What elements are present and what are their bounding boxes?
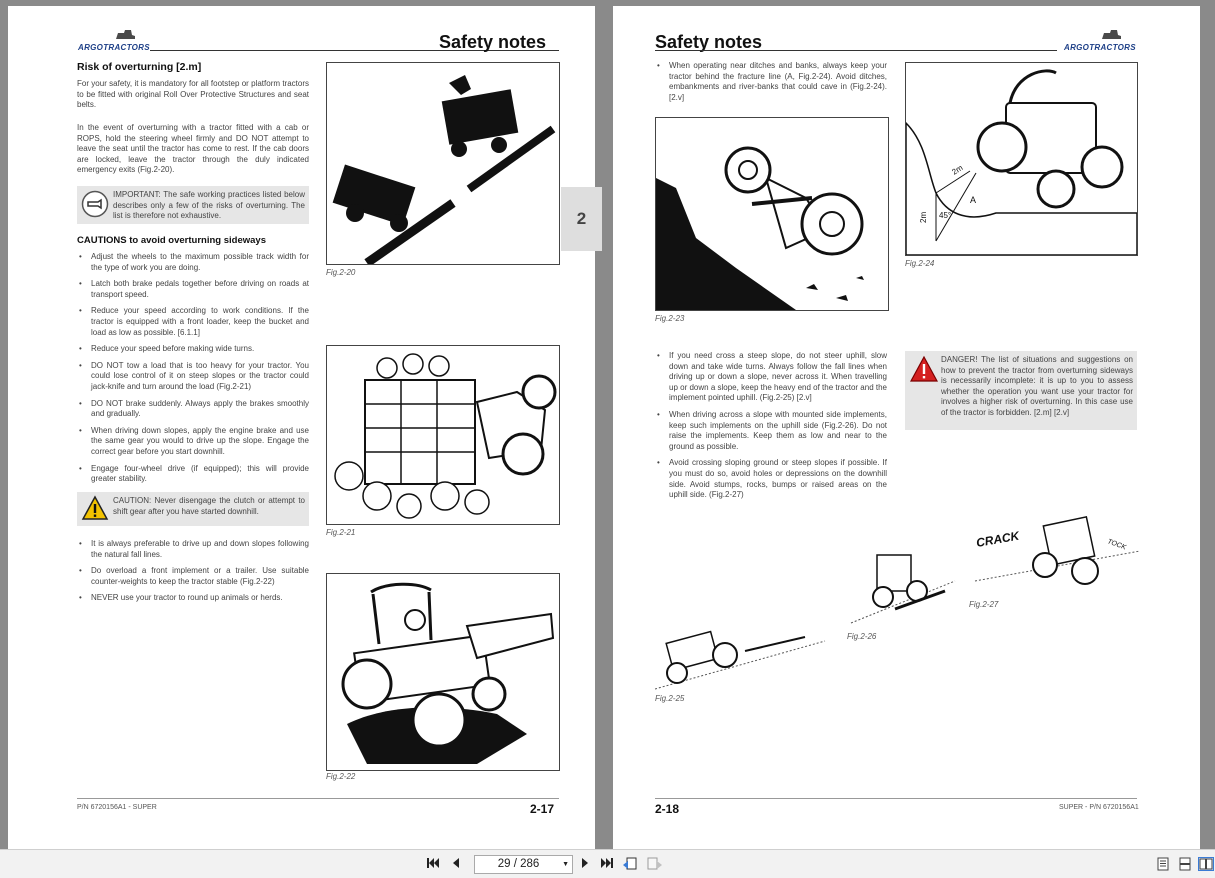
list-item: If you need cross a steep slope, do not …	[655, 351, 887, 404]
list-item: DO NOT tow a load that is too heavy for …	[77, 361, 309, 393]
two-page-view-button[interactable]	[1198, 857, 1214, 871]
list-item: When driving across a slope with mounted…	[655, 410, 887, 452]
figure-caption: Fig.2-27	[969, 600, 999, 609]
header-rule	[655, 50, 1057, 51]
list-item: NEVER use your tractor to round up anima…	[77, 593, 309, 604]
footer-rule	[77, 798, 559, 799]
last-page-button[interactable]	[600, 857, 614, 871]
next-page-icon	[582, 858, 588, 868]
dropdown-arrow-icon: ▼	[562, 861, 569, 868]
figure-caption: Fig.2-26	[847, 632, 877, 641]
continuous-view-button[interactable]	[1178, 857, 1192, 871]
fracture-point-label: A	[970, 195, 976, 205]
intro-paragraph-1: For your safety, it is mandatory for all…	[77, 79, 309, 110]
figure-2-24-illustration: 2m 2m 45° A	[905, 62, 1138, 256]
list-item: When driving down slopes, apply the engi…	[77, 426, 309, 458]
list-item: Avoid crossing sloping ground or steep s…	[655, 458, 887, 500]
figure-caption: Fig.2-20	[326, 268, 356, 277]
figure-2-20-illustration	[326, 62, 560, 265]
brand-text: ARGOTRACTORS	[1064, 43, 1136, 52]
figure-caption: Fig.2-22	[326, 772, 356, 781]
cautions-title: CAUTIONS to avoid overturning sideways	[77, 235, 266, 246]
argo-tractors-logo: ARGOTRACTORS	[78, 30, 150, 52]
list-item: Reduce your speed according to work cond…	[77, 306, 309, 338]
cautions-list: Adjust the wheels to the maximum possibl…	[77, 252, 309, 491]
page-title: Safety notes	[655, 32, 763, 52]
figure-caption: Fig.2-24	[905, 259, 935, 268]
argo-tractors-logo: ARGOTRACTORS	[1064, 30, 1136, 52]
list-item: Adjust the wheels to the maximum possibl…	[77, 252, 309, 273]
distance-label: 2m	[950, 163, 964, 177]
viewer-toolbar: 29 / 286 ▼	[0, 849, 1215, 878]
brand-text: ARGOTRACTORS	[78, 43, 150, 52]
figure-2-21-illustration	[326, 345, 560, 525]
footer-part-number: SUPER - P/N 6720156A1	[1059, 804, 1139, 811]
slope-list: If you need cross a steep slope, do not …	[655, 351, 887, 507]
figure-caption: Fig.2-23	[655, 314, 685, 323]
chapter-number: 2	[576, 209, 587, 228]
tock-sound-label: TOCK	[1106, 538, 1127, 551]
page-indicator: 29 / 286	[497, 858, 540, 870]
important-note: IMPORTANT: The safe working practices li…	[77, 186, 309, 224]
crack-sound-label: CRACK	[975, 528, 1021, 550]
tractor-logo-icon	[116, 30, 135, 39]
footer-rule	[655, 798, 1137, 799]
danger-note: DANGER! The list of situations and sugge…	[905, 351, 1137, 430]
figure-2-23-illustration	[655, 117, 889, 311]
single-page-icon	[1157, 857, 1169, 871]
important-note-text: IMPORTANT: The safe working practices li…	[113, 190, 305, 221]
intro-paragraph-2: In the event of overturning with a tract…	[77, 123, 309, 175]
go-back-button[interactable]	[622, 857, 640, 871]
list-item: Engage four-wheel drive (if equipped); t…	[77, 464, 309, 485]
slope-illustrations: CRACK TOCK	[654, 511, 1141, 691]
last-page-icon	[601, 858, 613, 868]
danger-note-text: DANGER! The list of situations and sugge…	[941, 355, 1133, 417]
list-item: Do overload a front implement or a trail…	[77, 566, 309, 587]
figure-caption: Fig.2-21	[326, 528, 356, 537]
cautions-list-2: It is always preferable to drive up and …	[77, 539, 309, 610]
previous-page-icon	[453, 858, 459, 868]
history-back-icon	[623, 857, 637, 870]
header-rule	[150, 50, 559, 51]
section-title: Risk of overturning [2.m]	[77, 61, 202, 73]
info-hand-icon	[81, 190, 109, 218]
footer-part-number: P/N 6720156A1 - SUPER	[77, 804, 157, 811]
first-page-icon	[427, 858, 439, 868]
previous-page-button[interactable]	[451, 857, 461, 871]
list-item: Reduce your speed before making wide tur…	[77, 344, 309, 355]
next-page-button[interactable]	[580, 857, 590, 871]
page-number: 2-18	[655, 802, 680, 816]
right-page: Safety notes ARGOTRACTORS When operating…	[613, 6, 1200, 849]
page-title: Safety notes	[439, 32, 547, 52]
single-page-view-button[interactable]	[1156, 857, 1170, 871]
go-forward-button[interactable]	[645, 857, 663, 871]
warning-triangle-icon	[81, 495, 109, 520]
history-forward-icon	[647, 857, 662, 870]
figure-2-22-illustration	[326, 573, 560, 771]
figure-caption: Fig.2-25	[655, 694, 685, 703]
two-page-icon	[1198, 857, 1214, 871]
distance-label: 2m	[919, 212, 928, 223]
page-number: 2-17	[530, 802, 555, 816]
continuous-page-icon	[1179, 857, 1191, 871]
tractor-logo-icon	[1102, 30, 1121, 39]
list-item: Latch both brake pedals together before …	[77, 279, 309, 300]
angle-label: 45°	[939, 211, 951, 220]
page-selector[interactable]: 29 / 286 ▼	[474, 855, 573, 874]
caution-note-text: CAUTION: Never disengage the clutch or a…	[113, 496, 305, 516]
ditch-list: When operating near ditches and banks, a…	[655, 61, 887, 109]
list-item: When operating near ditches and banks, a…	[655, 61, 887, 103]
left-page: ARGOTRACTORS Safety notes Risk of overtu…	[8, 6, 595, 849]
chapter-tab: 2	[561, 187, 602, 251]
danger-triangle-icon	[909, 355, 939, 382]
caution-note: CAUTION: Never disengage the clutch or a…	[77, 492, 309, 526]
list-item: It is always preferable to drive up and …	[77, 539, 309, 560]
first-page-button[interactable]	[426, 857, 440, 871]
list-item: DO NOT brake suddenly. Always apply the …	[77, 399, 309, 420]
